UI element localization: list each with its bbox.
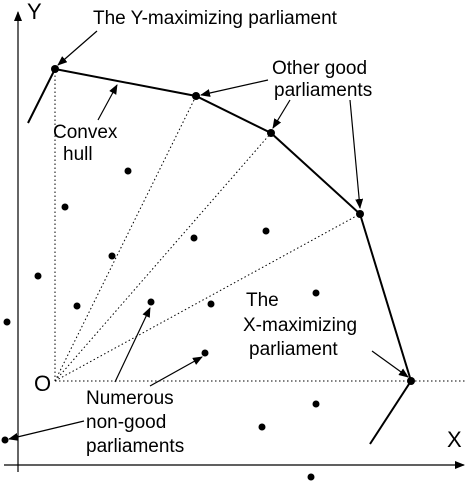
y-axis-label: Y [27, 0, 42, 24]
non-good-point [207, 300, 215, 308]
non-good-point [307, 473, 315, 481]
good-point [192, 92, 200, 100]
non-good-point [201, 349, 209, 357]
non-good-point [312, 400, 320, 408]
origin-label: O [34, 371, 51, 396]
arrow-other-good-1 [200, 79, 269, 97]
x-max-label-line3: parliament [249, 339, 338, 360]
good-point [267, 129, 275, 137]
x-axis-label: X [447, 427, 462, 452]
non-good-point [190, 234, 198, 242]
arrow-convex-hull [97, 84, 118, 121]
non-good-point [34, 272, 42, 280]
other-good-label-line2: parliaments [274, 80, 372, 101]
arrow-non-good-2 [149, 356, 203, 387]
non-good-point [147, 298, 155, 306]
non-good-point [108, 252, 116, 260]
convex-hull-label-line1: Convex [53, 122, 118, 143]
non-good-point [3, 318, 11, 326]
y-max-label: The Y-maximizing parliament [93, 8, 338, 29]
arrow-non-good-3 [8, 420, 85, 441]
arrow-other-good-3 [349, 99, 364, 209]
non-good-label-line2: non-good [86, 412, 166, 433]
non-good-point [258, 423, 266, 431]
non-good-point [262, 227, 270, 235]
dotted-ray-1 [54, 95, 197, 382]
non-good-point [312, 289, 320, 297]
arrow-y-max [57, 30, 98, 66]
arrow-non-good-1 [114, 307, 151, 383]
non-good-points [1, 167, 320, 481]
non-good-point [1, 436, 9, 444]
non-good-label-line1: Numerous [86, 388, 174, 409]
x-max-point [407, 377, 415, 385]
non-good-label-line3: parliaments [86, 436, 184, 457]
non-good-point [73, 302, 81, 310]
other-good-label-line1: Other good [272, 58, 367, 79]
non-good-point [61, 203, 69, 211]
x-max-label-line1: The [246, 290, 279, 311]
arrow-other-good-2 [272, 99, 291, 129]
y-max-point [51, 65, 59, 73]
arrow-x-max [371, 350, 409, 378]
dotted-ray-2 [54, 132, 272, 382]
non-good-point [124, 167, 132, 175]
x-max-label-line2: X-maximizing [243, 315, 357, 336]
convex-hull-label-line2: hull [63, 144, 93, 165]
good-point [356, 210, 364, 218]
